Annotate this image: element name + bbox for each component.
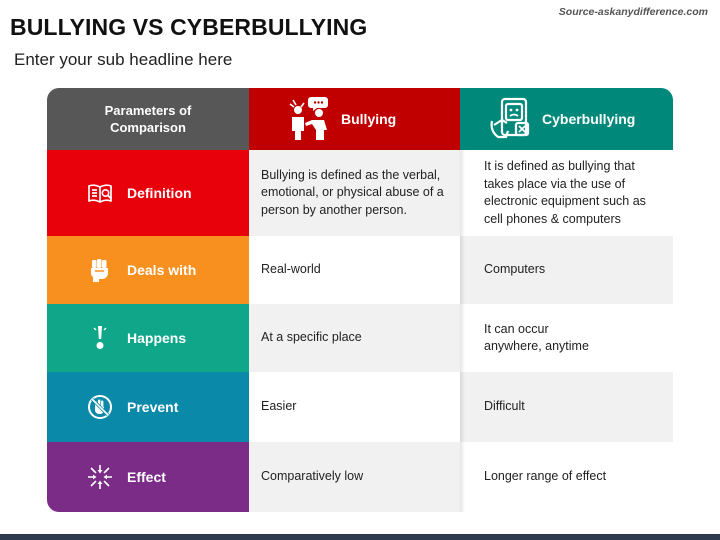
cyberbullying-cell-happens: It can occur anywhere, anytime [460, 304, 673, 372]
parameter-label: Happens [127, 330, 187, 346]
cyberbullying-cell-definition: It is defined as bullying that takes pla… [484, 159, 646, 226]
parameter-column: Definition Deals with [47, 150, 249, 512]
bullying-cell-prevent: Easier [261, 399, 297, 414]
page-title: BULLYING VS CYBERBULLYING [10, 14, 368, 40]
parameter-effect: Effect [47, 442, 249, 512]
parameter-happens: Happens [47, 304, 249, 372]
footer-bar [0, 534, 720, 540]
bullying-cell-deals-with: Real-world [261, 262, 321, 277]
cyberbullying-cell-deals-with: Computers [460, 236, 673, 304]
book-icon [88, 184, 112, 203]
header-parameters: Parameters of Comparison [47, 88, 249, 150]
header-cyberbullying-label: Cyberbullying [542, 111, 636, 127]
fist-icon [91, 259, 108, 282]
cyberbullying-cell-effect: Longer range of effect [484, 469, 607, 484]
parameter-label: Effect [127, 469, 166, 485]
parameter-deals-with: Deals with [47, 236, 249, 304]
parameter-label: Prevent [127, 399, 179, 415]
arrows-inward-icon [88, 465, 112, 489]
column-divider-shadow [460, 150, 465, 512]
bullying-people-icon [289, 97, 328, 140]
source-credit: Source-askanydifference.com [558, 6, 708, 18]
header-cyberbullying: Cyberbullying [460, 88, 673, 150]
cyberbullying-phone-icon [490, 97, 530, 139]
parameter-label: Definition [127, 185, 192, 201]
sub-headline: Enter your sub headline here [14, 50, 233, 69]
bullying-cell-definition: Bullying is defined as the verbal, emoti… [249, 150, 460, 236]
comparison-table: Parameters of Comparison Bullying [47, 88, 673, 512]
parameter-definition: Definition [47, 150, 249, 236]
bullying-cell-effect: Comparatively low [249, 442, 460, 512]
bullying-cell-happens: At a specific place [249, 304, 460, 372]
cyberbullying-happens-text: It can occur anywhere, anytime [484, 321, 589, 354]
exclamation-icon [93, 326, 107, 349]
header-bullying: Bullying [249, 88, 460, 150]
cyberbullying-cell-prevent: Difficult [460, 372, 673, 442]
parameter-prevent: Prevent [47, 372, 249, 442]
header-bullying-label: Bullying [341, 111, 397, 127]
header-parameters-label: Parameters of Comparison [104, 103, 192, 135]
parameter-label: Deals with [127, 262, 197, 278]
stop-hand-icon [88, 395, 112, 419]
